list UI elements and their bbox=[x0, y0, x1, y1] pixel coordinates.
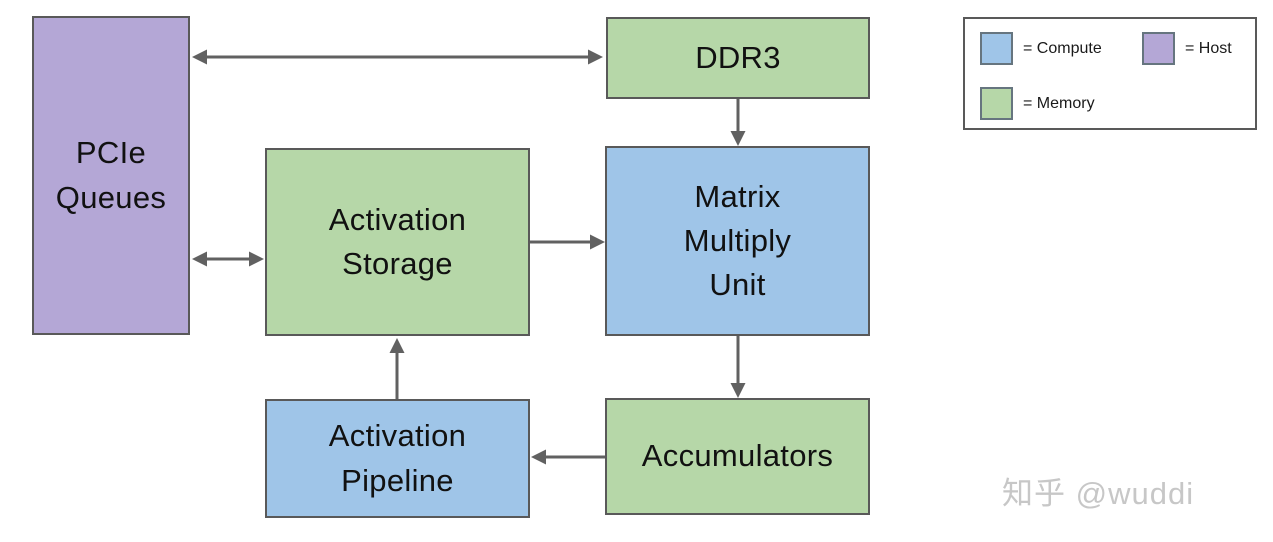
node-pcie-queues-label: PCIe Queues bbox=[55, 135, 167, 215]
node-accumulators: Accumulators bbox=[605, 398, 870, 515]
node-pcie-queues: PCIe Queues bbox=[32, 16, 190, 335]
legend-swatch-memory bbox=[980, 87, 1013, 120]
node-ddr3: DDR3 bbox=[606, 17, 870, 99]
node-matrix-multiply-unit-label: Matrix Multiply Unit bbox=[683, 178, 792, 302]
legend-label-memory: = Memory bbox=[1023, 94, 1095, 112]
node-activation-storage: Activation Storage bbox=[265, 148, 530, 336]
legend-swatch-host bbox=[1142, 32, 1175, 65]
node-activation-storage-label: Activation Storage bbox=[328, 201, 467, 281]
legend-swatch-compute bbox=[980, 32, 1013, 65]
legend-label-compute: = Compute bbox=[1023, 39, 1102, 57]
legend-item-compute: = Compute bbox=[980, 32, 1102, 65]
node-activation-pipeline-label: Activation Pipeline bbox=[328, 418, 467, 498]
legend-label-host: = Host bbox=[1185, 39, 1232, 57]
node-accumulators-label: Accumulators bbox=[641, 438, 834, 474]
node-matrix-multiply-unit: Matrix Multiply Unit bbox=[605, 146, 870, 336]
watermark: 知乎 @wuddi bbox=[1002, 476, 1195, 511]
node-activation-pipeline: Activation Pipeline bbox=[265, 399, 530, 518]
node-ddr3-label: DDR3 bbox=[695, 39, 781, 75]
legend-item-memory: = Memory bbox=[980, 87, 1095, 120]
legend-item-host: = Host bbox=[1142, 32, 1232, 65]
legend: = Compute = Host = Memory bbox=[963, 17, 1257, 130]
